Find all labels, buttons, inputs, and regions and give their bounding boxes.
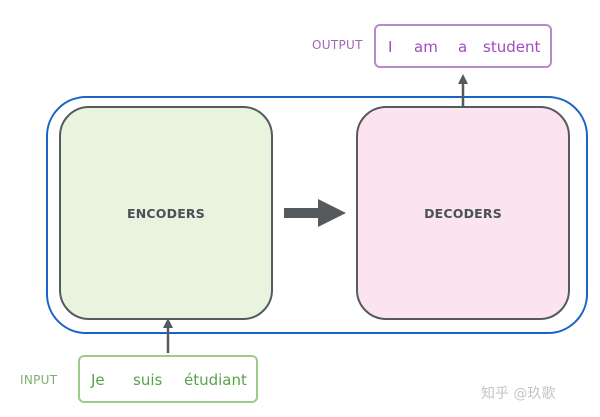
encoders-block: ENCODERS — [59, 106, 273, 320]
output-word: a — [458, 38, 468, 56]
decoders-label: DECODERS — [424, 205, 502, 221]
output-word: I — [388, 38, 393, 56]
watermark: 知乎 @玖歌 — [481, 386, 556, 402]
input-to-encoder-arrow — [163, 318, 173, 353]
output-label: OUTPUT — [312, 38, 363, 52]
transformer-container — [46, 96, 588, 334]
decoders-block: DECODERS — [356, 106, 570, 320]
encoders-label: ENCODERS — [127, 205, 205, 221]
output-box: I am a student — [374, 24, 552, 68]
decoder-to-output-arrow — [458, 74, 468, 106]
input-word: Je — [91, 371, 105, 389]
input-box: Je suis étudiant — [78, 355, 258, 403]
input-word: suis — [133, 371, 163, 389]
output-word: am — [414, 38, 438, 56]
input-word: étudiant — [184, 371, 247, 389]
output-word: student — [483, 38, 541, 56]
encoder-to-decoder-arrow — [284, 199, 346, 227]
input-label: INPUT — [20, 373, 58, 387]
